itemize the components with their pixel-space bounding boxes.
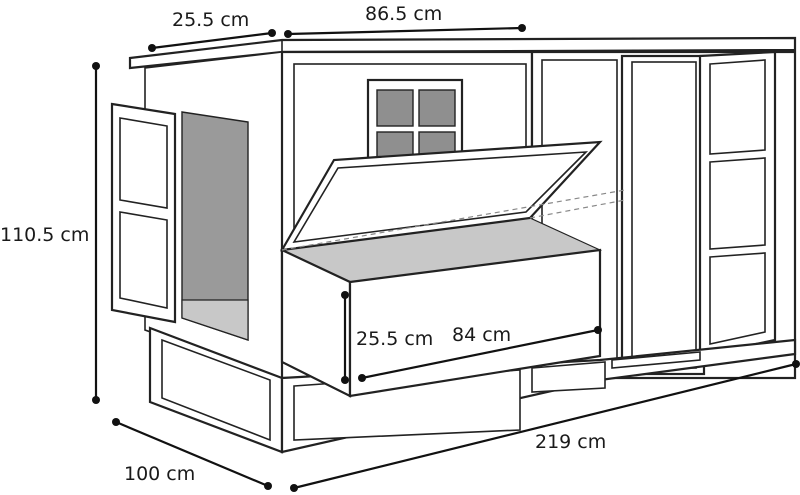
label-height: 110.5 cm (0, 224, 89, 246)
label-roof-width: 86.5 cm (365, 3, 442, 25)
label-roof-depth: 25.5 cm (172, 9, 249, 31)
dim-nest-width (358, 326, 602, 382)
label-nest-height: 25.5 cm (356, 328, 433, 350)
label-depth: 100 cm (124, 463, 195, 485)
dim-height (92, 62, 100, 404)
dim-roof-width (284, 24, 526, 38)
dim-nest-height (341, 291, 349, 384)
label-length: 219 cm (535, 431, 606, 453)
right-door (698, 50, 777, 358)
side-door (110, 102, 177, 324)
dim-length (290, 360, 800, 492)
dim-roof-depth (148, 29, 276, 52)
roof (128, 36, 797, 70)
dim-depth (112, 418, 272, 490)
label-nest-width: 84 cm (452, 324, 511, 346)
nest-box (279, 140, 626, 398)
